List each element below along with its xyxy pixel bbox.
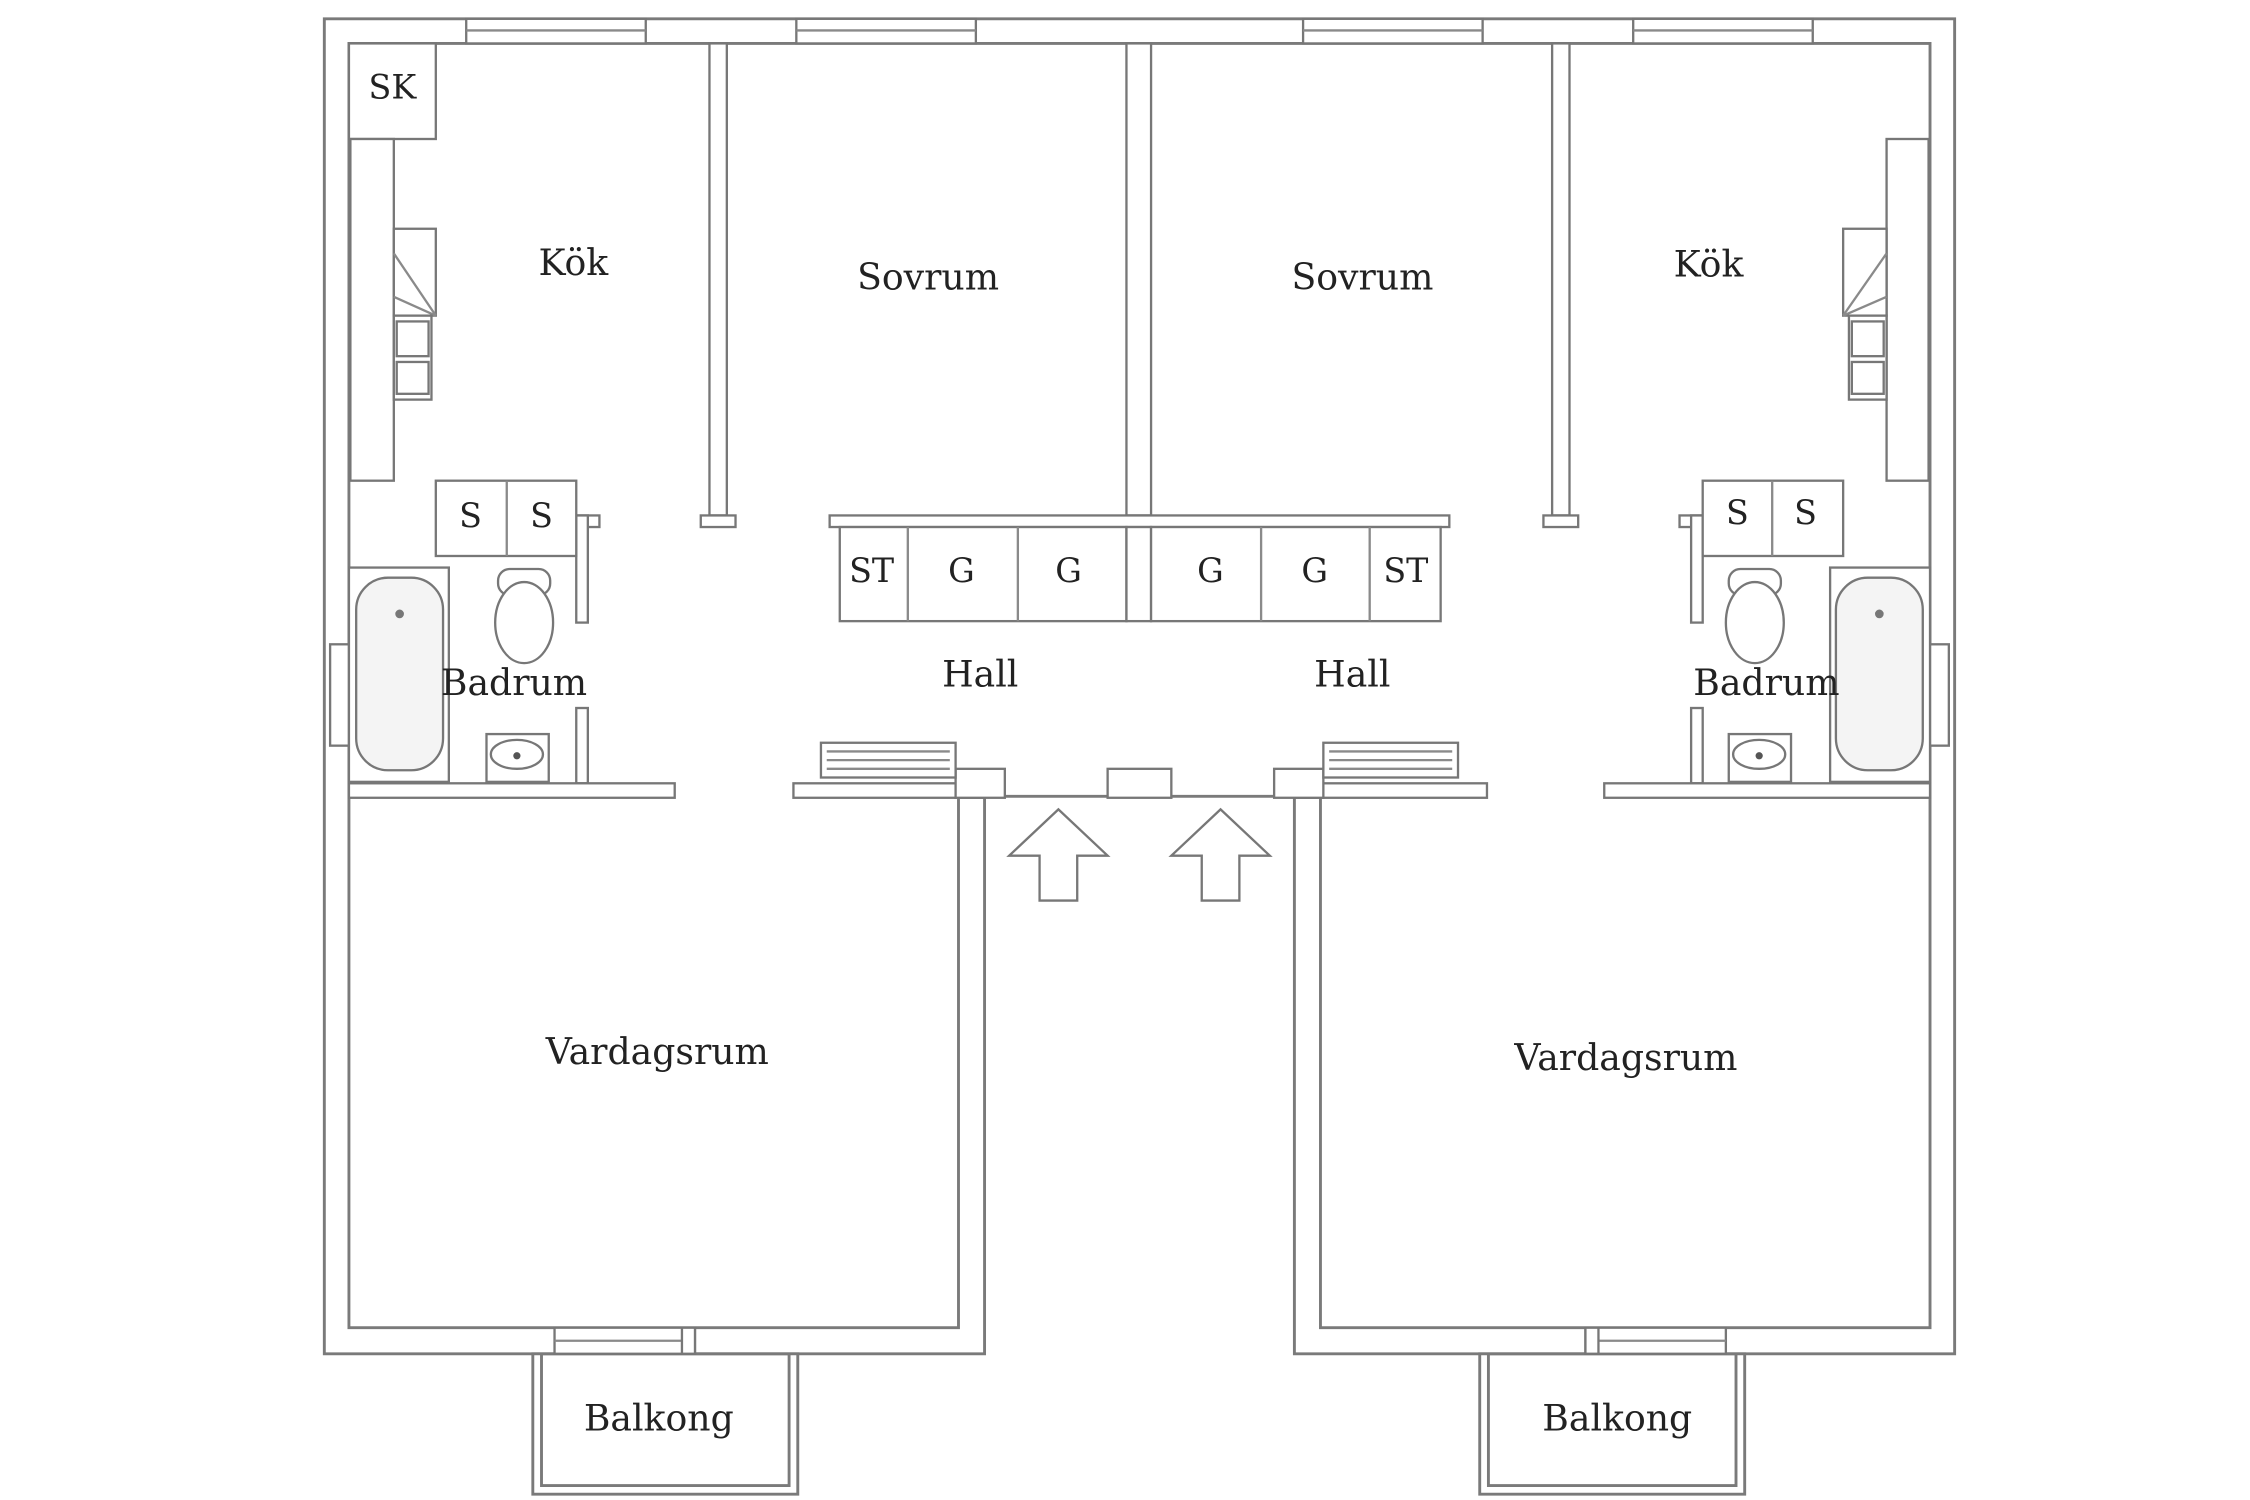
storage-label-s: S — [530, 496, 553, 535]
storage-label-st: ST — [1383, 551, 1428, 590]
storage-label-g: G — [1197, 551, 1224, 590]
storage-label-g: G — [1301, 551, 1328, 590]
storage-label-g: G — [1055, 551, 1082, 590]
entrance-arrow-icon — [1006, 807, 1273, 902]
room-label-vardagsrum-right: Vardagsrum — [1513, 1036, 1737, 1079]
storage-label-s: S — [459, 496, 482, 535]
room-label-badrum-right: Badrum — [1693, 661, 1839, 704]
room-label-balkong-right: Balkong — [1542, 1397, 1692, 1440]
storage-label-g: G — [948, 551, 975, 590]
balcony-left — [531, 1326, 800, 1496]
room-label-kok-left: Kök — [538, 241, 609, 284]
interior-walls — [347, 42, 1932, 799]
bathroom-left-fixtures — [347, 566, 555, 784]
room-label-kok-right: Kök — [1674, 243, 1745, 286]
balcony-right — [1478, 1326, 1747, 1496]
bathroom-right-fixtures — [1724, 566, 1932, 784]
kitchen-left-fixtures — [347, 42, 578, 558]
room-labels: Kök Sovrum Sovrum Kök Hall Hall Badrum B… — [441, 241, 1840, 1439]
storage-label-s: S — [1726, 493, 1749, 532]
wardrobes — [838, 525, 1442, 623]
side-windows — [328, 643, 1950, 747]
room-label-balkong-left: Balkong — [584, 1397, 734, 1440]
storage-label-st: ST — [849, 551, 894, 590]
storage-label-sk: SK — [369, 67, 418, 106]
storage-labels: SK S S S S ST G G G G ST — [369, 67, 1817, 590]
room-label-badrum-left: Badrum — [441, 661, 587, 704]
kitchen-right-fixtures — [1701, 137, 1930, 558]
radiators — [819, 741, 1460, 779]
top-windows — [465, 17, 1814, 45]
room-label-vardagsrum-left: Vardagsrum — [545, 1030, 769, 1073]
room-label-hall-left: Hall — [942, 652, 1018, 695]
storage-label-s: S — [1794, 493, 1817, 532]
room-label-sovrum-left: Sovrum — [857, 256, 999, 299]
room-label-hall-right: Hall — [1314, 652, 1390, 695]
room-label-sovrum-right: Sovrum — [1291, 256, 1433, 299]
